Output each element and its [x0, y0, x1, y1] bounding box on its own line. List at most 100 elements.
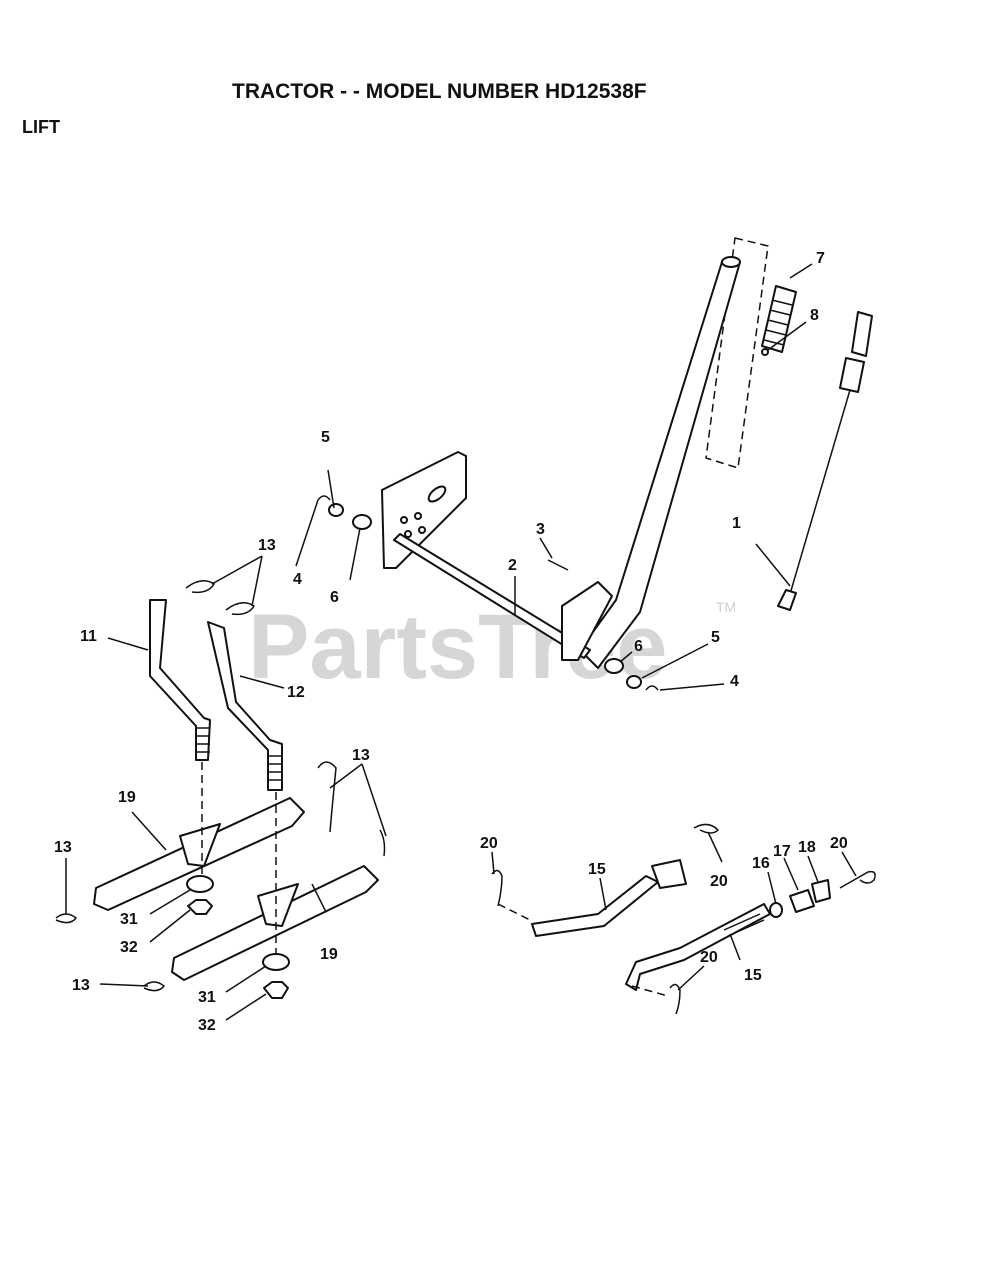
washer-16 [769, 902, 783, 918]
callout-20: 20 [830, 835, 848, 852]
callout-32: 32 [198, 1017, 216, 1034]
washer-left [328, 503, 344, 517]
hex-nut-upper [187, 899, 213, 915]
callout-12: 12 [287, 684, 305, 701]
diagram-title: TRACTOR - - MODEL NUMBER HD12538F [232, 80, 647, 103]
leader-line [539, 537, 553, 559]
plate-hole [414, 512, 422, 520]
rod-upper-ferrule [651, 859, 687, 889]
rod-lower-thread [723, 913, 765, 937]
link-11-thread [196, 727, 210, 753]
leader-line [361, 763, 387, 837]
plate-slot [427, 485, 447, 503]
plate-hole [404, 530, 412, 538]
trunnion-17 [789, 889, 815, 913]
handle-grip [761, 285, 797, 353]
callout-16: 16 [752, 855, 770, 872]
hairpin-clip [55, 913, 78, 924]
lift-link-11 [149, 599, 211, 761]
leader-line [327, 469, 335, 509]
leader-line [641, 643, 709, 679]
leader-line [707, 831, 723, 863]
callout-6: 6 [330, 589, 339, 606]
callout-20: 20 [480, 835, 498, 852]
lift-arm-lower-bracket [257, 883, 299, 927]
leader-line [99, 983, 149, 987]
handle-top-end [721, 256, 741, 268]
hairpin-clip [317, 761, 337, 833]
washer-right [626, 675, 642, 689]
shaft-bracket [561, 581, 613, 661]
leader-line [789, 263, 813, 279]
spring-washer-upper [186, 875, 214, 893]
leader-line [767, 871, 777, 905]
callout-8: 8 [810, 307, 819, 324]
leader-line [225, 965, 267, 993]
hairpin-clip [185, 580, 216, 594]
hairpin-clip [669, 983, 681, 1015]
leader-line [677, 965, 705, 991]
spring-washer-lower [262, 953, 290, 971]
leader-line [329, 763, 363, 789]
callout-13: 13 [352, 747, 370, 764]
leader-line [131, 811, 167, 851]
lift-link-12 [207, 621, 283, 791]
alignment-line [497, 903, 531, 921]
lift-cable [777, 311, 873, 611]
callout-13: 13 [72, 977, 90, 994]
hex-nut-lower [263, 981, 289, 999]
lift-arm-upper-bracket [179, 823, 221, 867]
leader-line [755, 543, 791, 587]
callout-4: 4 [293, 571, 302, 588]
callout-32: 32 [120, 939, 138, 956]
leader-line [149, 909, 191, 943]
leader-line [767, 321, 807, 351]
callout-15: 15 [744, 967, 762, 984]
leader-line [783, 857, 799, 891]
lift-shaft [393, 533, 591, 659]
callout-3: 3 [536, 521, 545, 538]
lift-rod-upper [531, 875, 659, 937]
leader-line [211, 555, 263, 585]
callout-19: 19 [118, 789, 136, 806]
callout-5: 5 [321, 429, 330, 446]
leader-line [311, 883, 327, 913]
grip-screw [761, 348, 769, 356]
leader-line [807, 855, 819, 883]
bushing-left [352, 514, 372, 530]
callout-4: 4 [730, 673, 739, 690]
hairpin-clip [491, 869, 503, 907]
hairpin-clip [693, 823, 720, 834]
leader-line [239, 675, 285, 689]
callout-18: 18 [798, 839, 816, 856]
callout-1: 1 [732, 515, 741, 532]
hairpin-clip [143, 981, 166, 992]
callout-6: 6 [634, 638, 643, 655]
leader-line [107, 637, 149, 651]
leader-line [295, 499, 319, 567]
leader-line [251, 555, 263, 607]
callout-5: 5 [711, 629, 720, 646]
callout-15: 15 [588, 861, 606, 878]
leader-line [599, 877, 607, 911]
hairpin-clip [839, 870, 876, 889]
retaining-ring-right [645, 685, 659, 691]
alignment-line [631, 985, 669, 997]
bushing-right [604, 658, 624, 674]
callout-31: 31 [120, 911, 138, 928]
plate-hole [400, 516, 408, 524]
roll-pin [547, 559, 569, 571]
leader-line [225, 993, 267, 1021]
retaining-ring-left [317, 495, 331, 501]
hairpin-clip [225, 602, 256, 616]
leader-line [491, 851, 495, 875]
hairpin-clip [379, 829, 386, 857]
callout-17: 17 [773, 843, 791, 860]
leader-line [841, 851, 857, 877]
handle-phantom-outline [705, 237, 769, 469]
callout-31: 31 [198, 989, 216, 1006]
leader-line [729, 933, 741, 961]
callout-20: 20 [700, 949, 718, 966]
watermark-trademark: TM [716, 599, 736, 615]
